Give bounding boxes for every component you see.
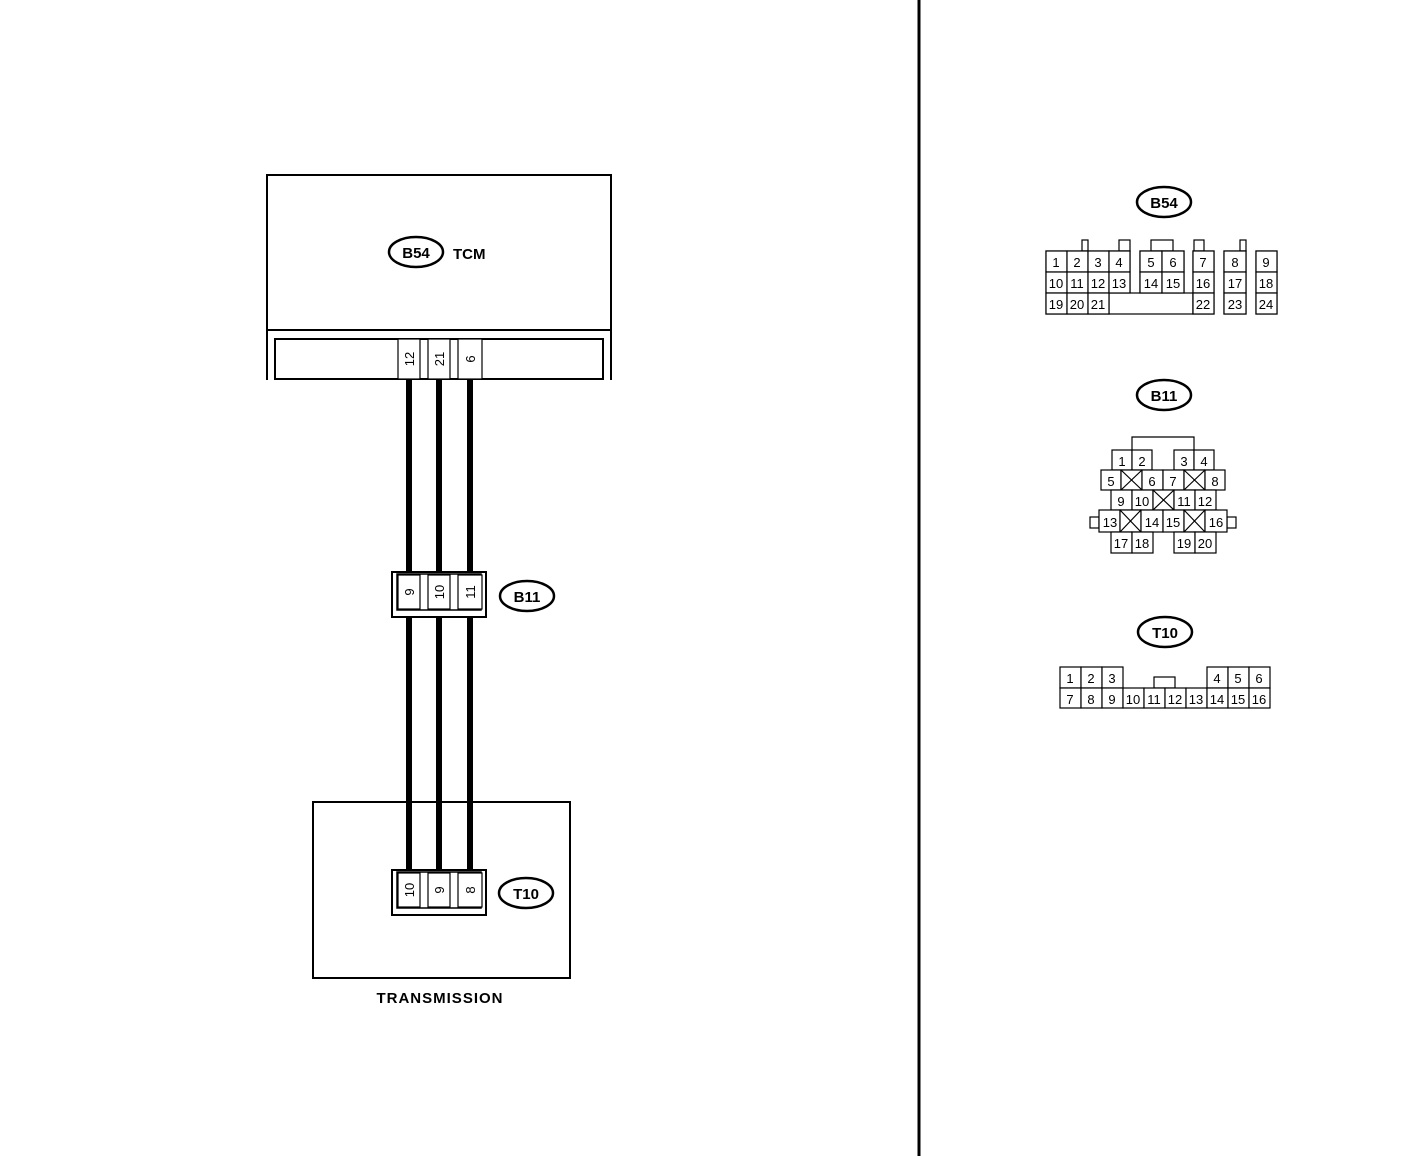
t10-face-label: T10: [1152, 625, 1178, 642]
b54-cell: 9: [1262, 255, 1269, 270]
b11-connector-label: B11: [514, 589, 541, 606]
b11-cell: 9: [1117, 494, 1124, 509]
b11-face-label: B11: [1151, 388, 1178, 405]
t10-pin-9: 9: [432, 886, 447, 893]
b11-pin-9: 9: [402, 588, 417, 595]
b11-cell: 3: [1180, 454, 1187, 469]
b54-cell: 13: [1112, 276, 1126, 291]
b11-pin-11: 11: [463, 585, 478, 599]
b11-cell: 7: [1169, 474, 1176, 489]
b11-cell: 16: [1209, 515, 1223, 530]
b11-cell: 5: [1107, 474, 1114, 489]
t10-cell: 9: [1108, 692, 1115, 707]
b54-cell: 24: [1259, 297, 1273, 312]
t10-cell: 10: [1126, 692, 1140, 707]
b11-connector-face: B11: [1089, 378, 1237, 554]
t10-cell: 15: [1231, 692, 1245, 707]
b11-cell: 10: [1135, 494, 1149, 509]
b11-cell: 6: [1148, 474, 1155, 489]
b54-cell: 23: [1228, 297, 1242, 312]
b11-cell: 20: [1198, 536, 1212, 551]
b54-cell: 11: [1070, 276, 1084, 291]
tcm-name: TCM: [453, 246, 486, 263]
t10-cell: 3: [1108, 671, 1115, 686]
b11-cell: 17: [1114, 536, 1128, 551]
t10-connector-face: T10 1 2 3 4 5 6 7 8 9 10 11 12 13 14 15: [1059, 615, 1271, 709]
b54-face-label: B54: [1150, 195, 1178, 212]
b11-cell: 2: [1138, 454, 1145, 469]
b11-cell: 4: [1200, 454, 1207, 469]
t10-cell: 7: [1066, 692, 1073, 707]
b11-cell: 8: [1211, 474, 1218, 489]
b11-pin-10: 10: [432, 585, 447, 599]
b54-cell: 1: [1052, 255, 1059, 270]
b11-cell: 13: [1103, 515, 1117, 530]
t10-cell: 13: [1189, 692, 1203, 707]
tcm-pin-21: 21: [432, 352, 447, 366]
b54-cell: 10: [1049, 276, 1063, 291]
t10-badge: [497, 876, 555, 910]
b54-cell: 15: [1166, 276, 1180, 291]
t10-cell: 16: [1252, 692, 1266, 707]
b54-cell: 8: [1231, 255, 1238, 270]
tcm-unit: B54 TCM 12 21 6: [266, 174, 612, 380]
b11-badge: [498, 579, 556, 613]
wire-harness: [406, 379, 473, 870]
b11-cell: 18: [1135, 536, 1149, 551]
b54-cell: 17: [1228, 276, 1242, 291]
t10-connector-label: T10: [513, 886, 539, 903]
b54-cell: 4: [1115, 255, 1122, 270]
b11-cell: 19: [1177, 536, 1191, 551]
b11-joint-connector: 9 10 11 B11: [391, 571, 556, 618]
b54-cell: 16: [1196, 276, 1210, 291]
t10-cell: 5: [1234, 671, 1241, 686]
b54-cell: 6: [1169, 255, 1176, 270]
b54-cell: 7: [1199, 255, 1206, 270]
t10-cell: 6: [1255, 671, 1262, 686]
b11-cell: 1: [1118, 454, 1125, 469]
b11-cell: 11: [1177, 494, 1191, 509]
t10-cell: 4: [1213, 671, 1220, 686]
b11-cell: 15: [1166, 515, 1180, 530]
t10-pin-8: 8: [463, 886, 478, 893]
b54-connector-face: B54: [1045, 185, 1278, 315]
t10-cell: 2: [1087, 671, 1094, 686]
t10-cell: 1: [1066, 671, 1073, 686]
t10-pin-10: 10: [402, 883, 417, 897]
transmission-label: TRANSMISSION: [376, 990, 503, 1007]
b54-cell: 5: [1147, 255, 1154, 270]
b54-cell: 3: [1094, 255, 1101, 270]
b54-cell: 12: [1091, 276, 1105, 291]
b11-cell: 12: [1198, 494, 1212, 509]
tcm-pin-6: 6: [463, 355, 478, 362]
b54-badge: [387, 235, 445, 269]
b54-cell: 22: [1196, 297, 1210, 312]
b54-cell: 14: [1144, 276, 1158, 291]
t10-cell: 8: [1087, 692, 1094, 707]
b54-cell: 2: [1073, 255, 1080, 270]
tcm-connector-label: B54: [402, 245, 430, 262]
b54-cell: 20: [1070, 297, 1084, 312]
tcm-pin-12: 12: [402, 352, 417, 366]
b54-cell: 21: [1091, 297, 1105, 312]
t10-cell: 14: [1210, 692, 1224, 707]
b54-cell: 18: [1259, 276, 1273, 291]
t10-cell: 12: [1168, 692, 1182, 707]
b54-cell: 19: [1049, 297, 1063, 312]
t10-cell: 11: [1147, 692, 1161, 707]
transmission-unit: 10 9 8 T10 TRANSMISSION: [312, 801, 571, 1007]
b11-cell: 14: [1145, 515, 1159, 530]
